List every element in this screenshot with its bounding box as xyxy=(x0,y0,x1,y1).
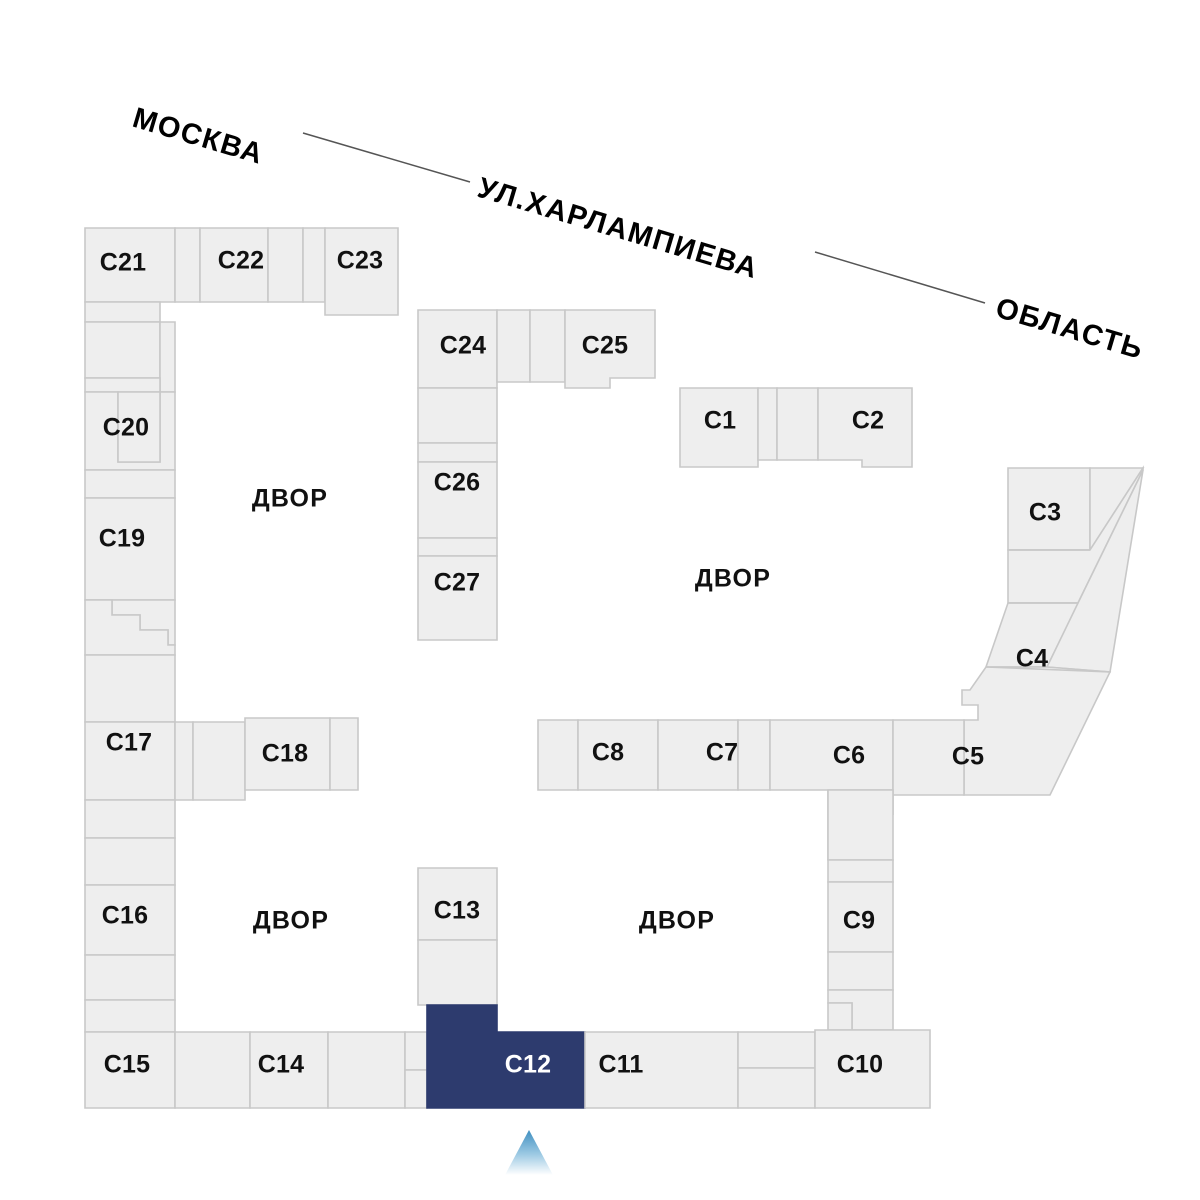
building-c10[interactable] xyxy=(814,1029,931,1109)
building-c24-lower[interactable] xyxy=(417,387,498,444)
entrance-marker[interactable] xyxy=(505,1130,553,1175)
building-west-strip-5[interactable] xyxy=(84,799,176,839)
label-c6: С6 xyxy=(833,742,865,770)
label-c7: С7 xyxy=(706,739,738,767)
building-west-strip-2b[interactable] xyxy=(159,321,176,393)
building-c11-wing-b[interactable] xyxy=(737,1067,816,1109)
building-c22-b[interactable] xyxy=(267,227,304,303)
label-c14: С14 xyxy=(258,1051,304,1079)
street-leader-line-2 xyxy=(814,251,986,304)
building-c13-lower[interactable] xyxy=(417,939,498,1006)
building-labels: С1 С2 С3 С4 С5 С6 С7 С8 С9 С10 С11 С12 С… xyxy=(99,247,1061,1079)
building-c25[interactable] xyxy=(564,309,656,389)
label-c17: С17 xyxy=(106,729,152,757)
block-south-band xyxy=(84,867,931,1109)
label-c21: С21 xyxy=(100,249,146,277)
label-c5: С5 xyxy=(952,743,984,771)
building-west-strip-3[interactable] xyxy=(84,377,161,393)
label-c2: С2 xyxy=(852,407,884,435)
label-c16: С16 xyxy=(102,902,148,930)
label-c13: С13 xyxy=(434,897,480,925)
building-c8-wing[interactable] xyxy=(537,719,579,791)
block-center xyxy=(417,309,656,641)
label-c20: С20 xyxy=(103,414,149,442)
building-c2-wing[interactable] xyxy=(776,387,819,461)
building-east-strip-2[interactable] xyxy=(827,951,894,991)
building-c7-wing[interactable] xyxy=(737,719,771,791)
building-c16-lower-b[interactable] xyxy=(84,999,176,1033)
block-west-lower xyxy=(84,654,359,1033)
building-south-strip-b[interactable] xyxy=(404,1069,428,1109)
label-c27: С27 xyxy=(434,569,480,597)
yard-label-northeast: ДВОР xyxy=(695,565,771,593)
building-west-strip-6[interactable] xyxy=(84,837,176,886)
label-c22: С22 xyxy=(218,247,264,275)
building-c5-angled[interactable] xyxy=(961,666,1112,796)
street-label-ul-harlampieva: УЛ.ХАРЛАМПИЕВА xyxy=(474,172,762,285)
building-c17-wing-a[interactable] xyxy=(174,721,194,801)
label-c15: С15 xyxy=(104,1051,150,1079)
building-east-strip-1[interactable] xyxy=(827,859,894,883)
block-dividers xyxy=(985,549,1111,673)
building-center-strip-2[interactable] xyxy=(417,537,498,557)
label-c11: С11 xyxy=(598,1051,643,1079)
building-c18-wing[interactable] xyxy=(329,717,359,791)
label-c25: С25 xyxy=(582,332,628,360)
block-east-spine xyxy=(827,789,894,1031)
yard-labels: ДВОР ДВОР ДВОР ДВОР xyxy=(252,485,771,935)
entrance-arrow-icon[interactable] xyxy=(505,1130,553,1175)
label-c18: С18 xyxy=(262,740,308,768)
building-c20-inner[interactable] xyxy=(117,391,161,463)
building-c23[interactable] xyxy=(324,227,399,316)
building-c27[interactable] xyxy=(417,555,498,641)
building-c2[interactable] xyxy=(817,387,913,468)
label-c26: С26 xyxy=(434,469,480,497)
building-c17-wing-b[interactable] xyxy=(192,721,246,801)
label-c9: С9 xyxy=(843,907,875,935)
building-c11-wing-a[interactable] xyxy=(737,1031,816,1069)
building-east-strip-4[interactable] xyxy=(827,1002,853,1031)
building-c20-lower-strip[interactable] xyxy=(84,469,176,499)
street-label-oblast: ОБЛАСТЬ xyxy=(992,292,1147,366)
label-c10: С10 xyxy=(837,1051,883,1079)
yard-label-southwest: ДВОР xyxy=(253,907,329,935)
block-northeast xyxy=(679,387,913,468)
label-c19: С19 xyxy=(99,525,145,553)
building-c1-wing[interactable] xyxy=(757,387,778,461)
building-c15-wing[interactable] xyxy=(174,1031,251,1109)
street-leader-line-1 xyxy=(302,132,471,183)
building-south-strip-a[interactable] xyxy=(404,1031,428,1071)
street-label-moskva: МОСКВА xyxy=(129,102,267,171)
building-c21-wing[interactable] xyxy=(174,227,201,303)
label-c24: С24 xyxy=(440,332,486,360)
building-c22-c[interactable] xyxy=(302,227,326,303)
block-northwest xyxy=(84,227,399,656)
building-c6-lower[interactable] xyxy=(827,789,894,861)
building-c24-wing[interactable] xyxy=(496,309,531,383)
building-west-strip-4[interactable] xyxy=(84,654,176,723)
label-c23: С23 xyxy=(337,247,383,275)
block-east-angled xyxy=(961,465,1145,796)
yard-label-southeast: ДВОР xyxy=(639,907,715,935)
label-c8: С8 xyxy=(592,739,624,767)
building-c14-wing[interactable] xyxy=(327,1031,406,1109)
label-c3: С3 xyxy=(1029,499,1061,527)
building-center-strip-1[interactable] xyxy=(417,442,498,463)
building-west-strip-2[interactable] xyxy=(84,321,161,379)
building-west-strip-1[interactable] xyxy=(84,301,161,323)
building-c16-lower-a[interactable] xyxy=(84,954,176,1001)
label-c4: С4 xyxy=(1016,645,1048,673)
label-c12: С12 xyxy=(505,1051,551,1079)
label-c1: С1 xyxy=(704,407,736,435)
divider-c4-bottom xyxy=(985,666,1111,673)
building-c25-wing[interactable] xyxy=(529,309,566,383)
yard-label-northwest: ДВОР xyxy=(252,485,328,513)
building-c1[interactable] xyxy=(679,387,759,468)
